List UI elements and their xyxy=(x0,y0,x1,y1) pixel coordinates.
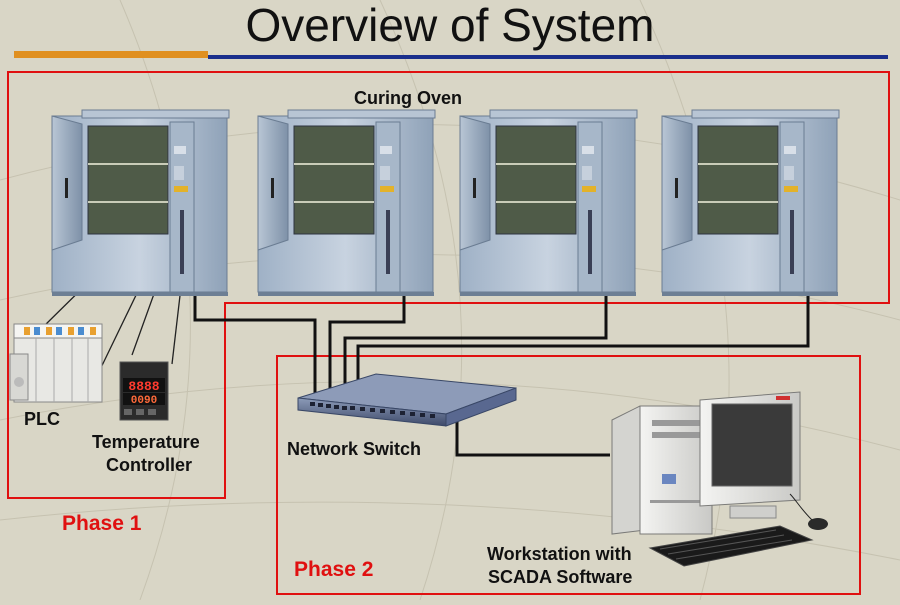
workstation-label-line1: Workstation with xyxy=(487,544,632,564)
curing-oven-icon xyxy=(661,109,840,296)
workstation-label-line2: SCADA Software xyxy=(488,567,633,587)
curing-oven-icon xyxy=(51,109,230,296)
phase2-label: Phase 2 xyxy=(294,558,374,581)
workstation-icon xyxy=(611,391,828,567)
page-title: Overview of System xyxy=(245,0,655,51)
curing-oven-icon xyxy=(257,109,436,296)
controller-display-pv: 8888 xyxy=(128,379,159,394)
curing-oven-icon xyxy=(459,109,638,296)
phase1-label: Phase 1 xyxy=(62,512,142,535)
temperature-controller-icon: 8888 0090 xyxy=(119,361,169,421)
phase2-boundary xyxy=(276,355,861,595)
phase1-boundary xyxy=(7,71,890,499)
network-switch-icon xyxy=(297,373,517,427)
plc-icon xyxy=(9,323,103,403)
title-underline-orange xyxy=(14,51,208,58)
network-switch-label: Network Switch xyxy=(287,439,422,459)
temperature-controller-label-line2: Controller xyxy=(106,455,193,475)
plc-label: PLC xyxy=(24,409,60,429)
network-cables xyxy=(193,286,810,457)
controller-display-sv: 0090 xyxy=(131,395,157,407)
title-underline-blue xyxy=(208,55,888,59)
curing-oven-label: Curing Oven xyxy=(354,88,463,108)
temperature-controller-label-line1: Temperature xyxy=(92,432,200,452)
